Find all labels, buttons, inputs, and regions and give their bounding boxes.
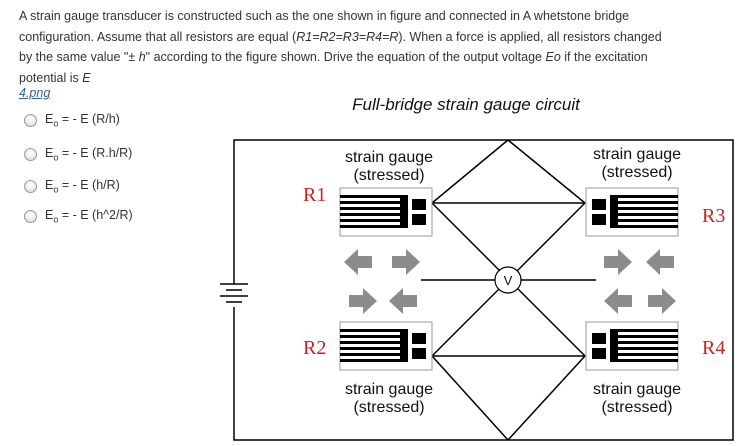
bridge-circuit-diagram: Full-bridge strain gauge circuit V [220,95,734,441]
voltmeter-icon: V [494,266,522,294]
gauge-label-r2-line2: (stressed) [353,399,424,416]
arrow-right-icon [392,249,420,275]
label-r3: R3 [702,205,725,227]
strain-gauge-r1 [339,187,433,237]
gauge-label-r3-line1: strain gauge [593,146,681,163]
arrow-right-icon [349,288,377,314]
answer-choice-3[interactable]: Eo = - E (h/R) [24,177,120,195]
answer-choice-2[interactable]: Eo = - E (R.h/R) [24,145,132,163]
arrow-right-icon [648,288,676,314]
label-r1: R1 [303,184,326,206]
label-r2: R2 [303,337,326,359]
arrow-left-icon [389,288,417,314]
battery-icon [220,283,248,303]
force-arrows [344,249,676,314]
radio-button-icon[interactable] [24,113,37,127]
gauge-label-r4-line1: strain gauge [593,381,681,398]
resistor-labels: R1 R2 R3 R4 [303,184,725,359]
choice-label: Eo = - E (R.h/R) [45,145,133,163]
gauge-label-r1-line2: (stressed) [353,167,424,184]
question-line-1: A strain gauge transducer is constructed… [19,9,630,23]
arrow-left-icon [604,288,632,314]
attachment-link[interactable]: 4.png [19,86,51,100]
strain-gauge-r4 [585,321,679,371]
arrow-left-icon [344,249,372,275]
choice-label: Eo = - E (R/h) [45,111,120,129]
question-text: A strain gauge transducer is constructed… [19,6,719,88]
question-line-4: potential is E [19,70,91,85]
arrow-right-icon [604,249,632,275]
choice-label: Eo = - E (h/R) [45,177,120,195]
gauge-label-r2-line1: strain gauge [345,381,433,398]
gauge-labels: strain gauge (stressed) strain gauge (st… [345,146,681,416]
radio-button-icon[interactable] [24,179,37,193]
radio-button-icon[interactable] [24,147,37,161]
answer-choice-1[interactable]: Eo = - E (R/h) [24,111,120,129]
label-r4: R4 [702,337,725,359]
radio-button-icon[interactable] [24,209,37,223]
strain-gauge-r3 [585,187,679,237]
arrow-left-icon [646,249,674,275]
figure-title: Full-bridge strain gauge circuit [352,95,581,114]
gauge-label-r3-line2: (stressed) [601,164,672,181]
choice-label: Eo = - E (h^2/R) [45,207,133,225]
question-line-2: configuration. Assume that all resistors… [19,29,662,44]
question-line-3: by the same value "± h" according to the… [19,50,648,64]
answer-choice-4[interactable]: Eo = - E (h^2/R) [24,207,133,225]
strain-gauge-r2 [339,321,433,371]
gauge-label-r1-line1: strain gauge [345,149,433,166]
gauge-label-r4-line2: (stressed) [601,399,672,416]
svg-text:V: V [504,273,513,288]
